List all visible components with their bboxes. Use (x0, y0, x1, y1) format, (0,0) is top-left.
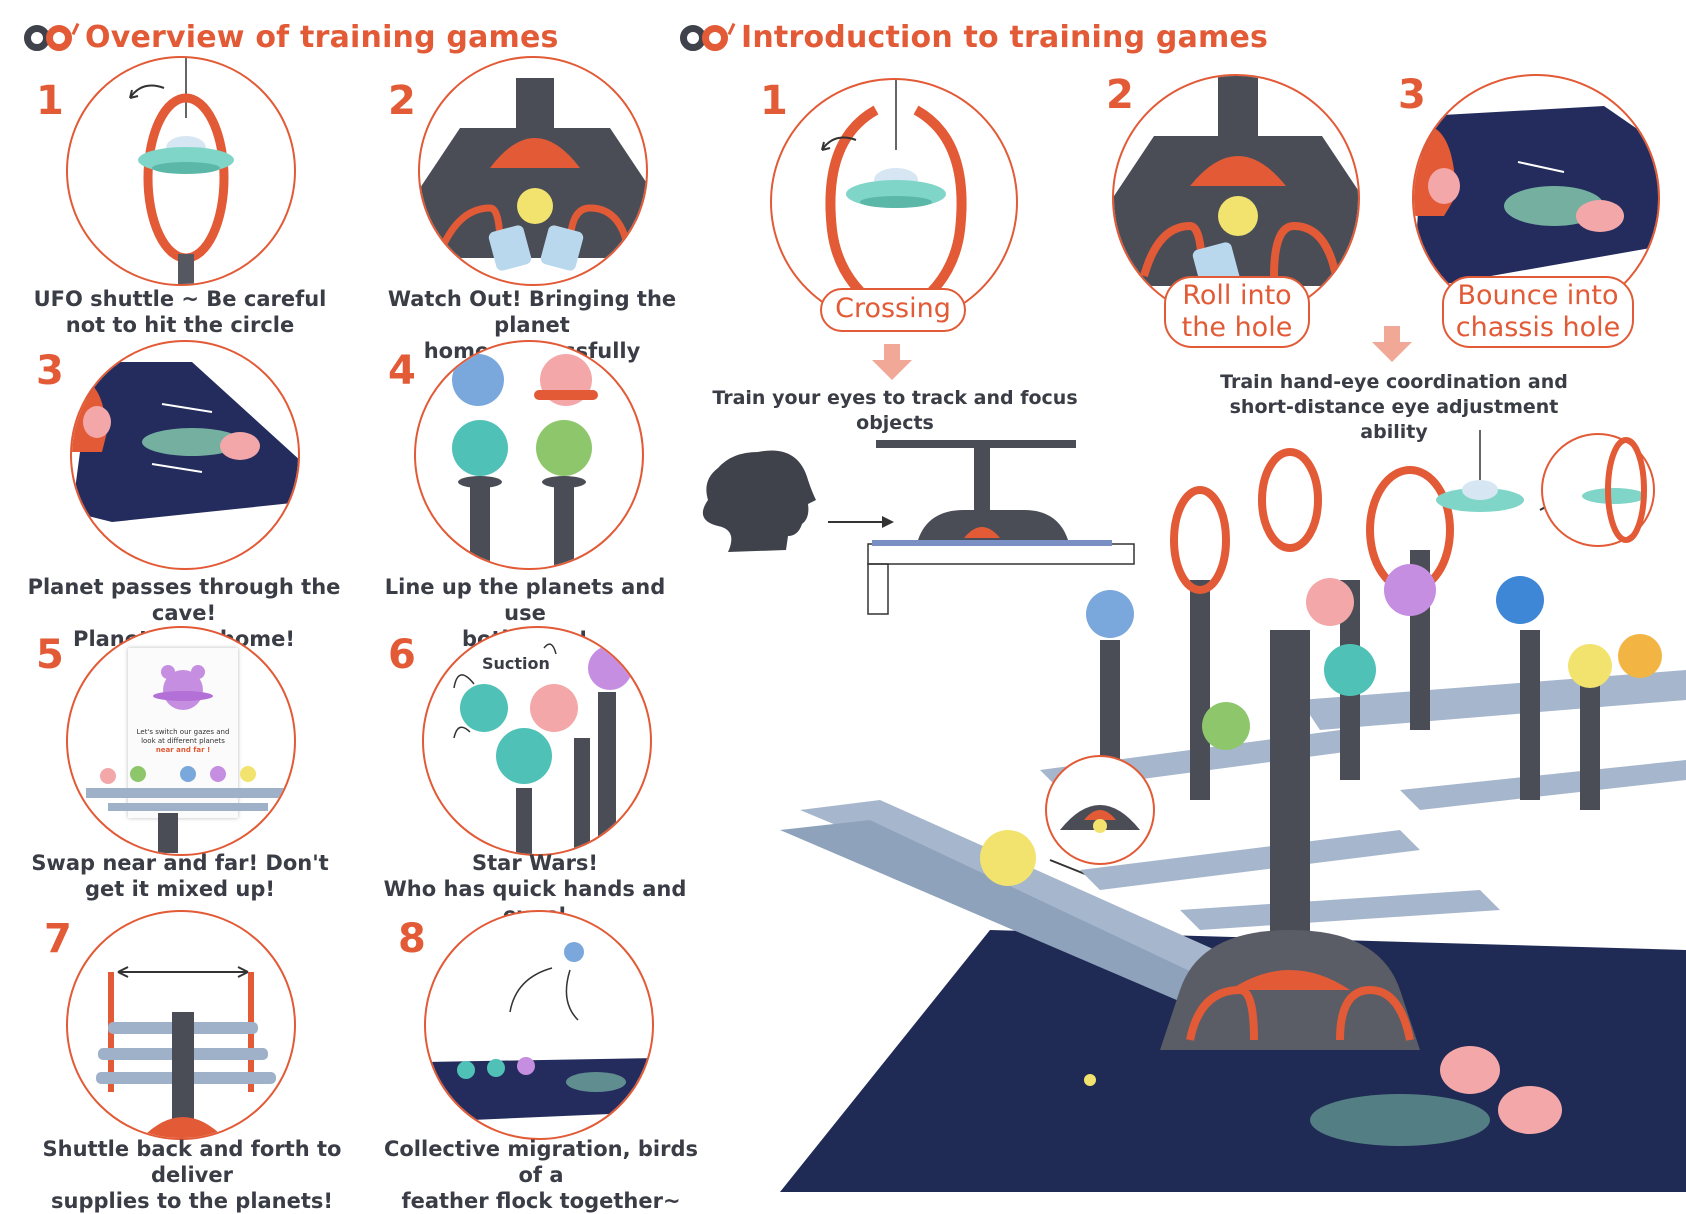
introduction-header: Introduction to training games (680, 20, 1268, 55)
item-caption: Star Wars! Who has quick hands and eyes! (383, 851, 687, 927)
train-hand-eye-text: Train hand-eye coordination and short-di… (1220, 371, 1568, 443)
item-caption: Swap near and far! Don't get it mixed up… (31, 851, 329, 901)
planet-home-illustration (418, 56, 648, 286)
shuttle-supplies-illustration (66, 910, 296, 1140)
head-silhouette-icon (702, 450, 816, 552)
intro-number: 1 (760, 78, 788, 124)
overview-title: Overview of training games (85, 20, 559, 55)
item-number: 3 (36, 348, 64, 394)
intro-number: 3 (1398, 72, 1426, 118)
roll-into-hole-illustration (1112, 74, 1360, 322)
item-number: 4 (388, 348, 416, 394)
eye-tracking-diagram (702, 440, 1135, 615)
logo-dots-icon (680, 22, 736, 51)
item-number: 7 (44, 916, 72, 962)
introduction-title: Introduction to training games (741, 20, 1269, 55)
item-caption: Collective migration, birds of a feather… (383, 1137, 699, 1213)
train-eyes-text: Train your eyes to track and focus objec… (712, 387, 1078, 434)
item-number: 8 (398, 916, 426, 962)
item-caption: UFO shuttle ~ Be careful not to hit the … (33, 287, 327, 337)
item-caption: Shuttle back and forth to deliver suppli… (42, 1137, 342, 1213)
logo-dots-icon (24, 22, 80, 51)
card-text: Let's switch our gazes and look at diffe… (136, 728, 230, 754)
crossing-pill: Crossing (820, 288, 966, 332)
ufo-shuttle-illustration (66, 56, 296, 286)
down-arrow-icon (872, 344, 912, 380)
roll-into-hole-pill: Roll into the hole (1164, 276, 1310, 348)
near-far-illustration: Let's switch our gazes and look at diffe… (66, 626, 296, 856)
product-tree-illustration (780, 430, 1686, 1192)
item-number: 2 (388, 78, 416, 124)
intro-number: 2 (1106, 72, 1134, 118)
star-wars-illustration: Suction (422, 626, 652, 856)
item-number: 1 (36, 78, 64, 124)
line-up-planets-illustration (414, 340, 644, 570)
item-number: 6 (388, 632, 416, 678)
collective-migration-illustration (424, 910, 654, 1140)
item-number: 5 (36, 632, 64, 678)
bounce-chassis-pill: Bounce into chassis hole (1442, 276, 1634, 348)
cave-planet-illustration (70, 340, 300, 570)
overview-header: Overview of training games (24, 20, 559, 55)
suction-label: Suction (482, 654, 550, 673)
down-arrow-icon (1372, 326, 1412, 362)
